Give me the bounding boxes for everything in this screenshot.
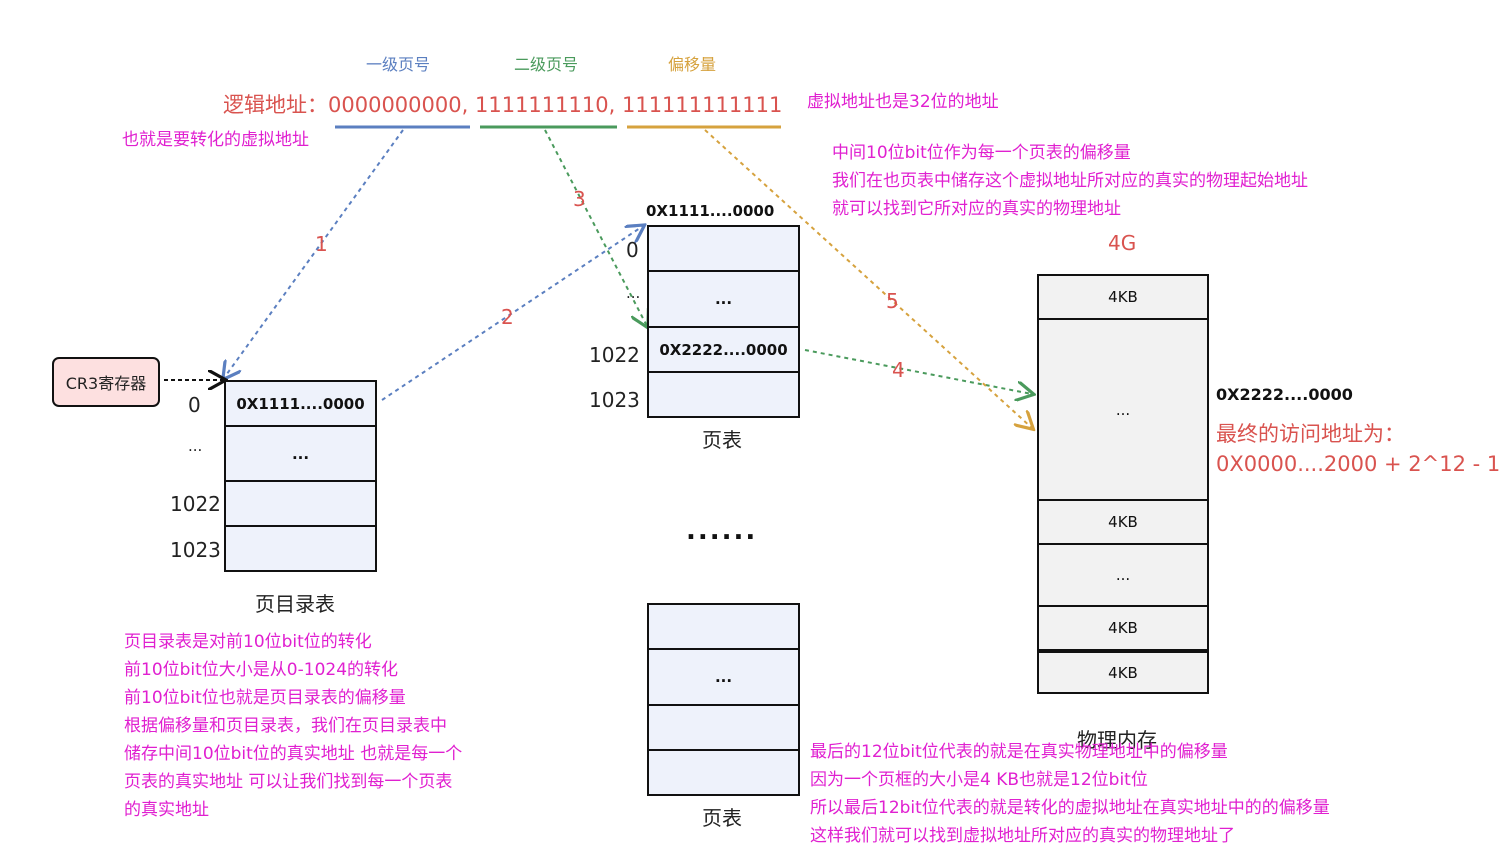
arrow-label-1: 1	[315, 232, 328, 256]
middle-note-line: 中间10位bit位作为每一个页表的偏移量	[832, 143, 1131, 163]
page-table-2-entry-ellipsis: ...	[647, 648, 800, 706]
page-directory-note-line: 页表的真实地址 可以让我们找到每一个页表	[124, 772, 453, 792]
page-table-1-base-address: 0X1111....0000	[646, 202, 775, 220]
page-table-1-index-1022: 1022	[589, 343, 640, 367]
page-directory-note-line: 页目录表是对前10位bit位的转化	[124, 632, 372, 652]
page-directory-note-line: 根据偏移量和页目录表，我们在页目录表中	[124, 716, 447, 736]
final-address-label: 最终的访问地址为：	[1216, 422, 1405, 446]
logical-address: 逻辑地址：0000000000, 1111111110, 11111111111…	[223, 89, 782, 119]
page-directory-index-0: 0	[188, 393, 201, 417]
page-directory-index-1022: 1022	[170, 492, 221, 516]
page-table-2-entry-1023	[647, 749, 800, 796]
arrow-label-5: 5	[886, 289, 899, 313]
physical-memory-title: 物理内存	[1077, 728, 1157, 752]
page-directory-entry-1022	[224, 480, 377, 527]
arrow-label-4: 4	[892, 358, 905, 382]
arrow-1	[224, 129, 404, 378]
level2-label: 二级页号	[514, 55, 579, 74]
page-table-1-entry-1022: 0X2222....0000	[647, 326, 800, 373]
logical-address-part2: 1111111110,	[474, 93, 616, 117]
cr3-register: CR3寄存器	[52, 357, 160, 407]
physical-memory-top-label: 4G	[1108, 231, 1137, 255]
middle-note-line: 就可以找到它所对应的真实的物理地址	[832, 199, 1121, 219]
page-directory-index-1023: 1023	[170, 538, 221, 562]
logical-address-prefix: 逻辑地址：	[223, 93, 328, 117]
arrow-5	[704, 129, 1032, 428]
page-directory-title: 页目录表	[255, 592, 335, 616]
middle-note: 中间10位bit位作为每一个页表的偏移量 我们在也页表中储存这个虚拟地址所对应的…	[832, 139, 1308, 223]
page-table-1-title: 页表	[702, 428, 742, 452]
offset-label: 偏移量	[668, 55, 717, 74]
note-virtual: 也就是要转化的虚拟地址	[122, 130, 309, 150]
page-directory-note-line: 的真实地址	[124, 800, 209, 820]
page-table-1-entry-ellipsis: ...	[647, 270, 800, 328]
more-page-tables-ellipsis: ......	[686, 516, 758, 546]
page-directory-note-line: 储存中间10位bit位的真实地址 也就是每一个	[124, 744, 463, 764]
page-table-1-entry-0	[647, 225, 800, 272]
physical-memory-block: 4KB	[1037, 274, 1209, 320]
logical-address-part1: 0000000000,	[328, 93, 469, 117]
physical-address-label: 0X2222....0000	[1216, 385, 1353, 404]
offset-note: 最后的12位bit位代表的就是在真实物理地址中的偏移量 因为一个页框的大小是4 …	[810, 738, 1330, 850]
page-directory-entry-1023	[224, 525, 377, 572]
physical-memory-block: ...	[1037, 318, 1209, 501]
page-table-2-entry-1022	[647, 704, 800, 751]
physical-memory-block: ...	[1037, 543, 1209, 607]
page-directory-note: 页目录表是对前10位bit位的转化 前10位bit位大小是从0-1024的转化 …	[124, 628, 462, 824]
physical-memory-block: 4KB	[1037, 605, 1209, 651]
physical-memory-block: 4KB	[1037, 499, 1209, 545]
page-table-1-entry-1023	[647, 371, 800, 418]
page-directory-note-line: 前10位bit位也就是页目录表的偏移量	[124, 688, 406, 708]
level1-label: 一级页号	[366, 55, 431, 74]
logical-address-part3: 111111111111	[621, 93, 783, 117]
note-32bit: 虚拟地址也是32位的地址	[807, 92, 999, 112]
arrow-3	[544, 129, 647, 326]
arrow-label-3: 3	[573, 187, 586, 211]
page-table-2-title: 页表	[702, 806, 742, 830]
page-table-1-index-0: 0	[626, 238, 639, 262]
offset-note-line: 最后的12位bit位代表的就是在真实物理地址中的偏移量	[810, 742, 1228, 762]
page-table-1-index-ellipsis: ...	[626, 284, 641, 302]
page-table-2-entry-0	[647, 603, 800, 650]
offset-note-line: 因为一个页框的大小是4 KB也就是12位bit位	[810, 770, 1148, 790]
page-directory-index-ellipsis: ...	[188, 437, 203, 455]
physical-memory-block: 4KB	[1037, 651, 1209, 694]
arrow-4	[804, 349, 1032, 394]
page-directory-entry-ellipsis: ...	[224, 425, 377, 482]
arrow-label-2: 2	[501, 305, 514, 329]
final-address-value: 0X0000....2000 + 2^12 - 1	[1216, 452, 1501, 476]
offset-note-line: 所以最后12bit位代表的就是转化的虚拟地址在真实地址中的的偏移量	[810, 798, 1330, 818]
middle-note-line: 我们在也页表中储存这个虚拟地址所对应的真实的物理起始地址	[832, 171, 1308, 191]
page-table-1-index-1023: 1023	[589, 388, 640, 412]
offset-note-line: 这样我们就可以找到虚拟地址所对应的真实的物理地址了	[810, 826, 1235, 846]
page-directory-note-line: 前10位bit位大小是从0-1024的转化	[124, 660, 399, 680]
page-directory-entry-0: 0X1111....0000	[224, 380, 377, 427]
